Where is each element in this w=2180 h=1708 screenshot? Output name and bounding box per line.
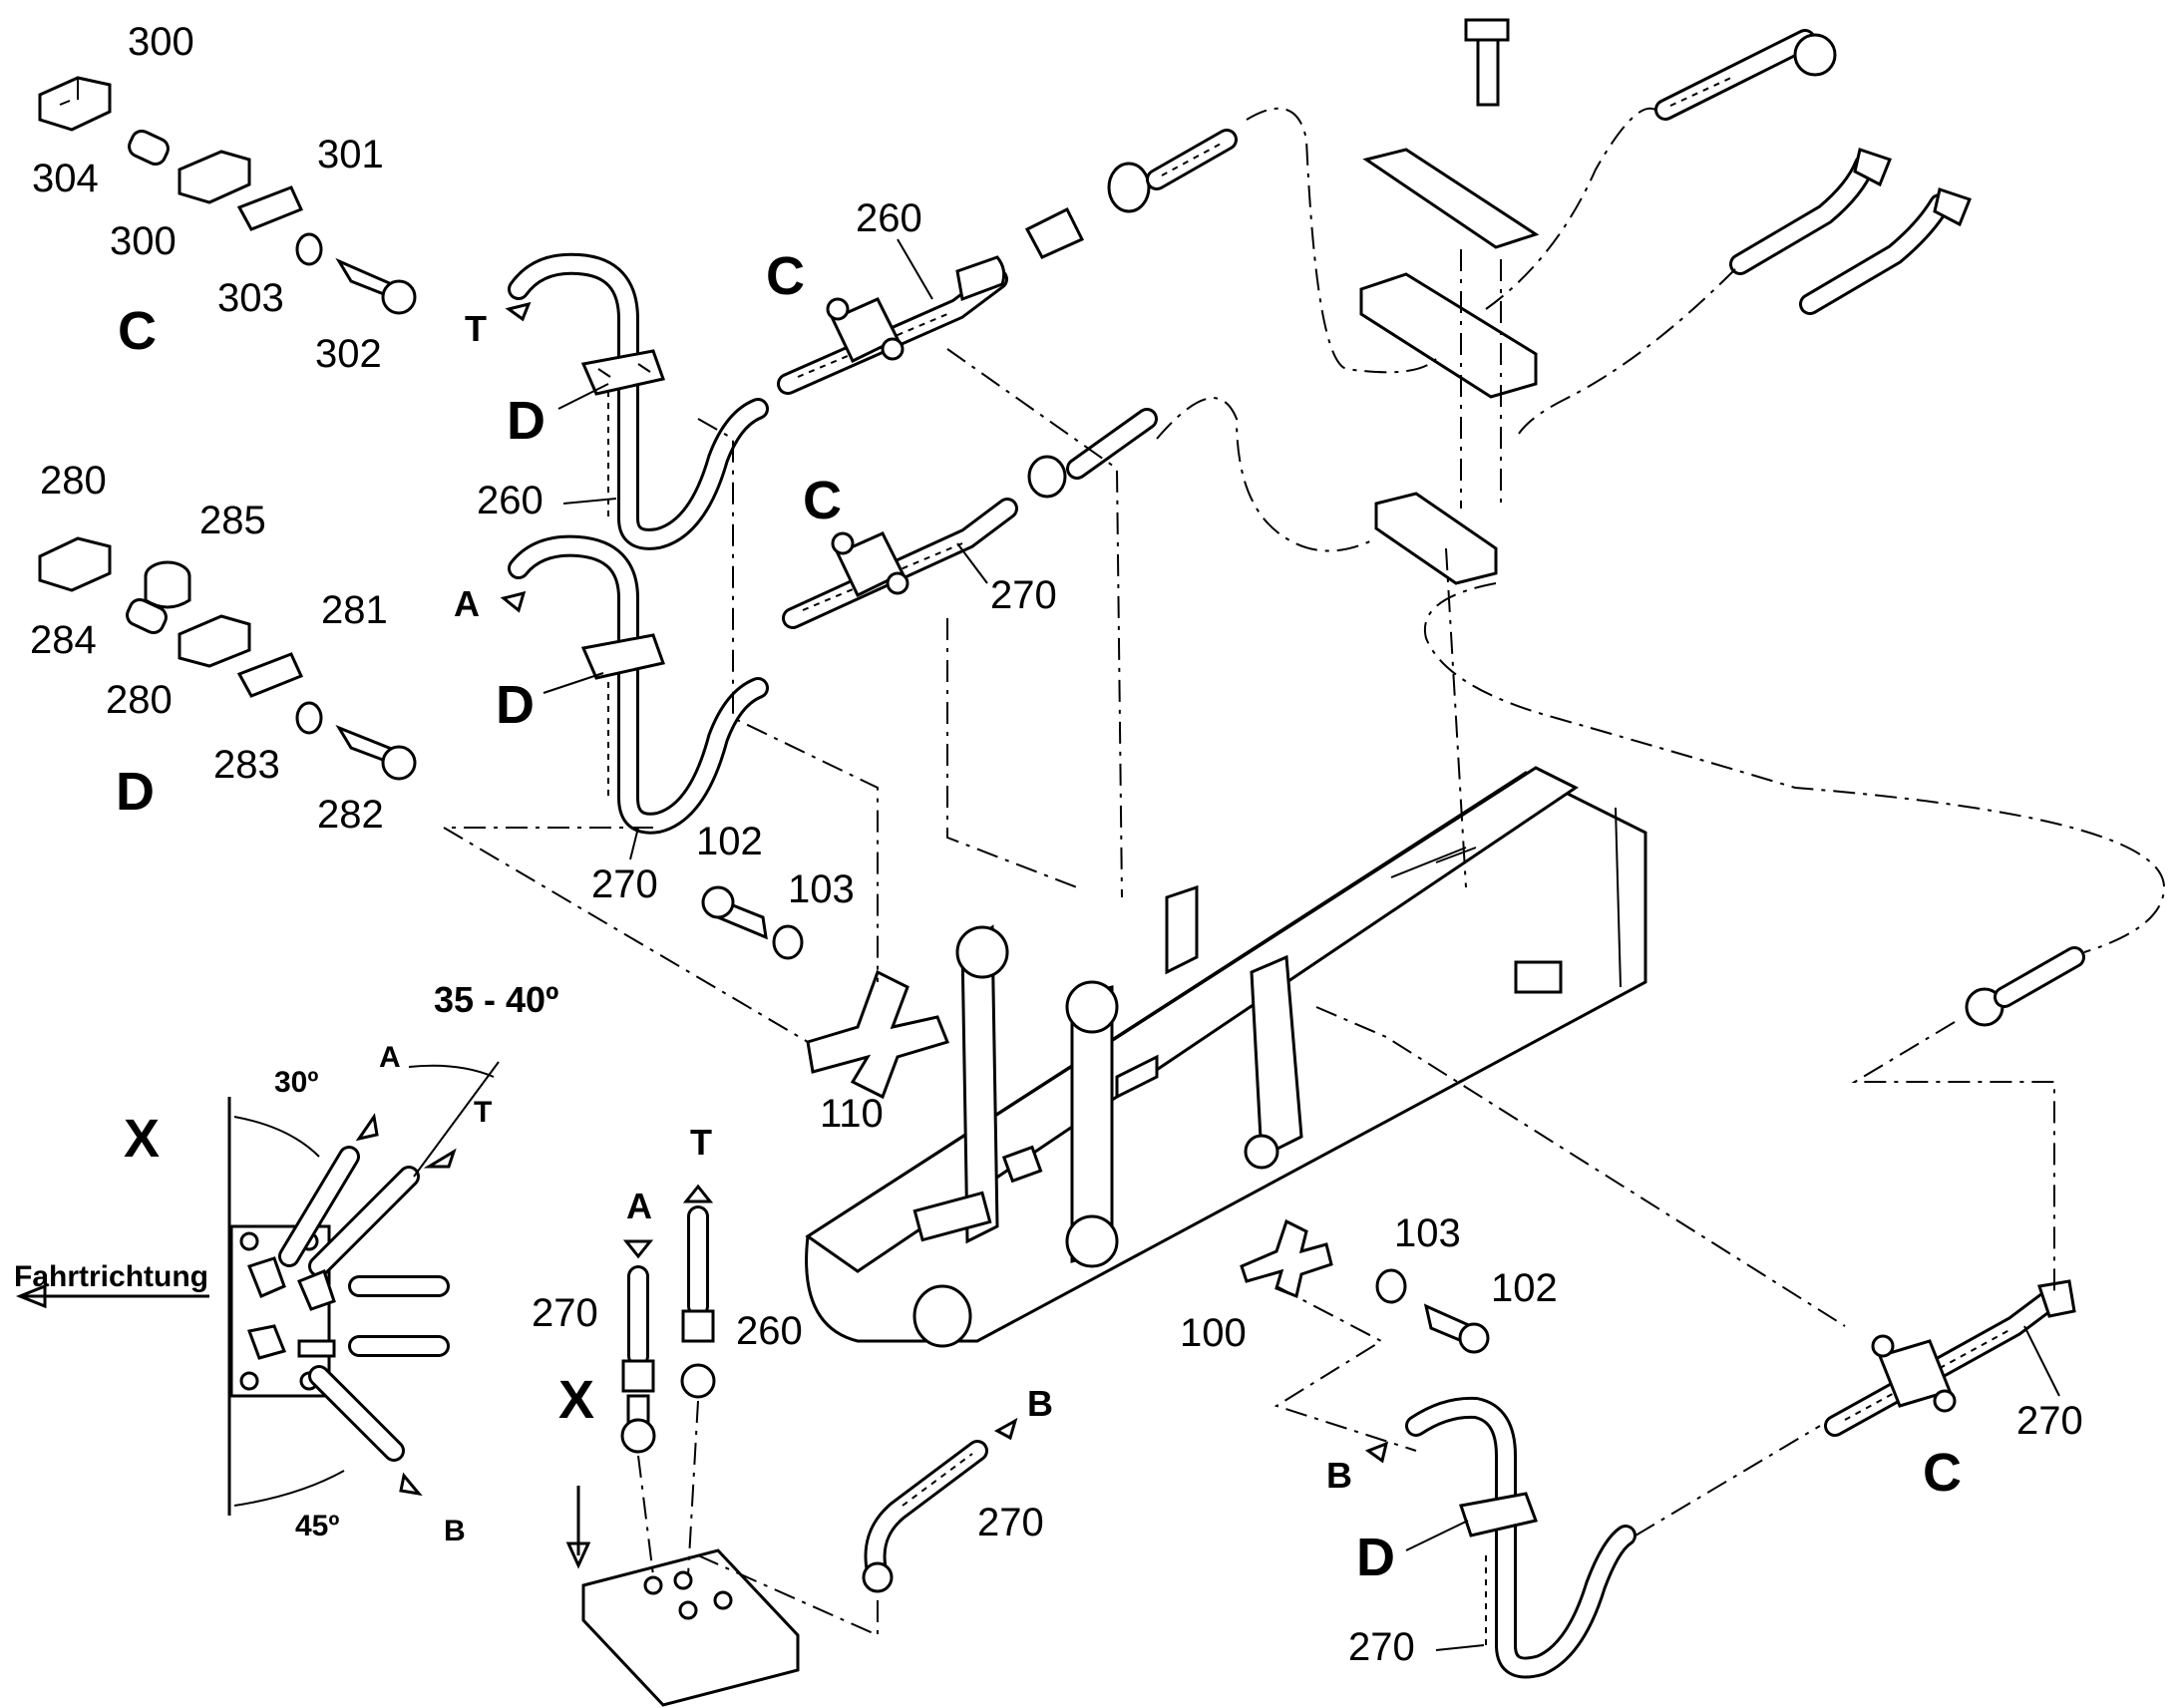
callout-280-top: 280 (40, 459, 107, 503)
hose-270-lower-right (1405, 1396, 1636, 1679)
callout-260-left: 260 (477, 479, 544, 522)
mounted-clamp (1374, 492, 1498, 585)
driving-direction-label: Fahrtrichtung (14, 1260, 208, 1293)
plate-100 (1240, 1218, 1333, 1299)
callout-103-upper: 103 (788, 867, 855, 911)
port-t-upper: T (465, 308, 487, 349)
plate-281 (236, 652, 304, 698)
port-t-bottom: T (690, 1122, 712, 1163)
clamp-c-lower-right (1824, 1279, 2076, 1437)
plate-110 (806, 969, 950, 1100)
bolt-washer-110 (701, 885, 950, 1100)
clamp-half-300-lower (178, 150, 251, 204)
port-b-right: B (1326, 1455, 1352, 1496)
callout-285: 285 (199, 499, 266, 542)
clamp-block (1359, 272, 1538, 399)
boom-assembly (805, 766, 1647, 1348)
letter-c-lower: C (1923, 1443, 1962, 1503)
callout-270-middle: 270 (990, 573, 1057, 617)
callout-270-lower-right: 270 (1348, 1625, 1415, 1669)
port-t-view-x: T (474, 1096, 492, 1129)
washer-283 (295, 701, 323, 735)
callout-260-top: 260 (856, 196, 922, 240)
clamp-half-280-upper (38, 536, 112, 592)
sleeve-284 (126, 597, 168, 635)
hose-270-left (508, 534, 769, 835)
callout-284: 284 (30, 618, 97, 662)
plate-301 (236, 185, 304, 231)
sleeve-304 (128, 129, 170, 167)
callout-260-bottom: 260 (736, 1309, 803, 1353)
routing-lines (440, 107, 2166, 1537)
callout-303: 303 (217, 276, 284, 320)
letter-d-upper: D (507, 391, 545, 451)
callout-110: 110 (820, 1092, 884, 1136)
view-x-detail (15, 1061, 500, 1516)
hose-260-upper-left (508, 252, 769, 550)
callout-102-lower: 102 (1491, 1266, 1558, 1310)
bolt-washer-100 (1240, 1218, 1490, 1354)
clamp-d-middle (580, 633, 665, 680)
callout-270-right: 270 (2016, 1399, 2083, 1443)
port-a-bottom: A (626, 1186, 652, 1226)
callout-301: 301 (317, 133, 384, 176)
hose-end-right (1965, 946, 2085, 1027)
angle-30-label: 30º (274, 1066, 318, 1099)
callout-270-bottom: 270 (532, 1291, 598, 1335)
bracket-top-right (1359, 18, 1972, 585)
fittings-top (1024, 129, 1238, 259)
port-a-left: A (454, 583, 480, 624)
callout-281: 281 (321, 588, 388, 632)
valve-block-assembly (565, 1184, 879, 1707)
top-plate (1362, 148, 1540, 249)
port-a-view-x: A (379, 1041, 401, 1074)
detail-letter-d: D (116, 762, 155, 822)
callout-280-bottom: 280 (106, 678, 173, 722)
callout-102-upper: 102 (696, 820, 763, 863)
detail-c-clamp-kit (38, 76, 417, 315)
letter-c-upper: C (766, 246, 805, 306)
callout-270-left: 270 (591, 862, 658, 906)
view-x-letter: X (124, 1109, 160, 1169)
clamp-half-280-lower (178, 614, 251, 668)
callout-300-top: 300 (128, 20, 194, 64)
letter-d-lower: D (1356, 1528, 1395, 1587)
detail-d-clamp-kit (38, 536, 417, 781)
clamp-c-upper (777, 255, 1008, 395)
callout-270-elbow: 270 (977, 1501, 1044, 1544)
callout-304: 304 (32, 157, 99, 200)
clamp-c-middle (782, 408, 1158, 629)
callout-300-bottom: 300 (110, 219, 177, 263)
callout-283: 283 (213, 743, 280, 787)
clamp-half-300-upper (38, 76, 112, 132)
angle-45-label: 45º (295, 1510, 339, 1542)
detail-letter-c: C (118, 301, 157, 361)
clamp-d-upper (580, 349, 665, 396)
callout-302: 302 (315, 332, 382, 376)
angle-range-label: 35 - 40º (434, 979, 558, 1020)
callout-282: 282 (317, 793, 384, 837)
view-x-arrow-letter: X (558, 1370, 594, 1430)
port-b-bottom: B (1027, 1383, 1053, 1424)
washer-303 (295, 232, 323, 266)
callout-100: 100 (1180, 1311, 1247, 1355)
callout-103-lower: 103 (1394, 1211, 1461, 1255)
hose-270-elbow (862, 1417, 1018, 1593)
letter-d-middle: D (496, 675, 535, 735)
port-b-view-x: B (444, 1515, 466, 1547)
letter-c-middle: C (803, 471, 842, 530)
